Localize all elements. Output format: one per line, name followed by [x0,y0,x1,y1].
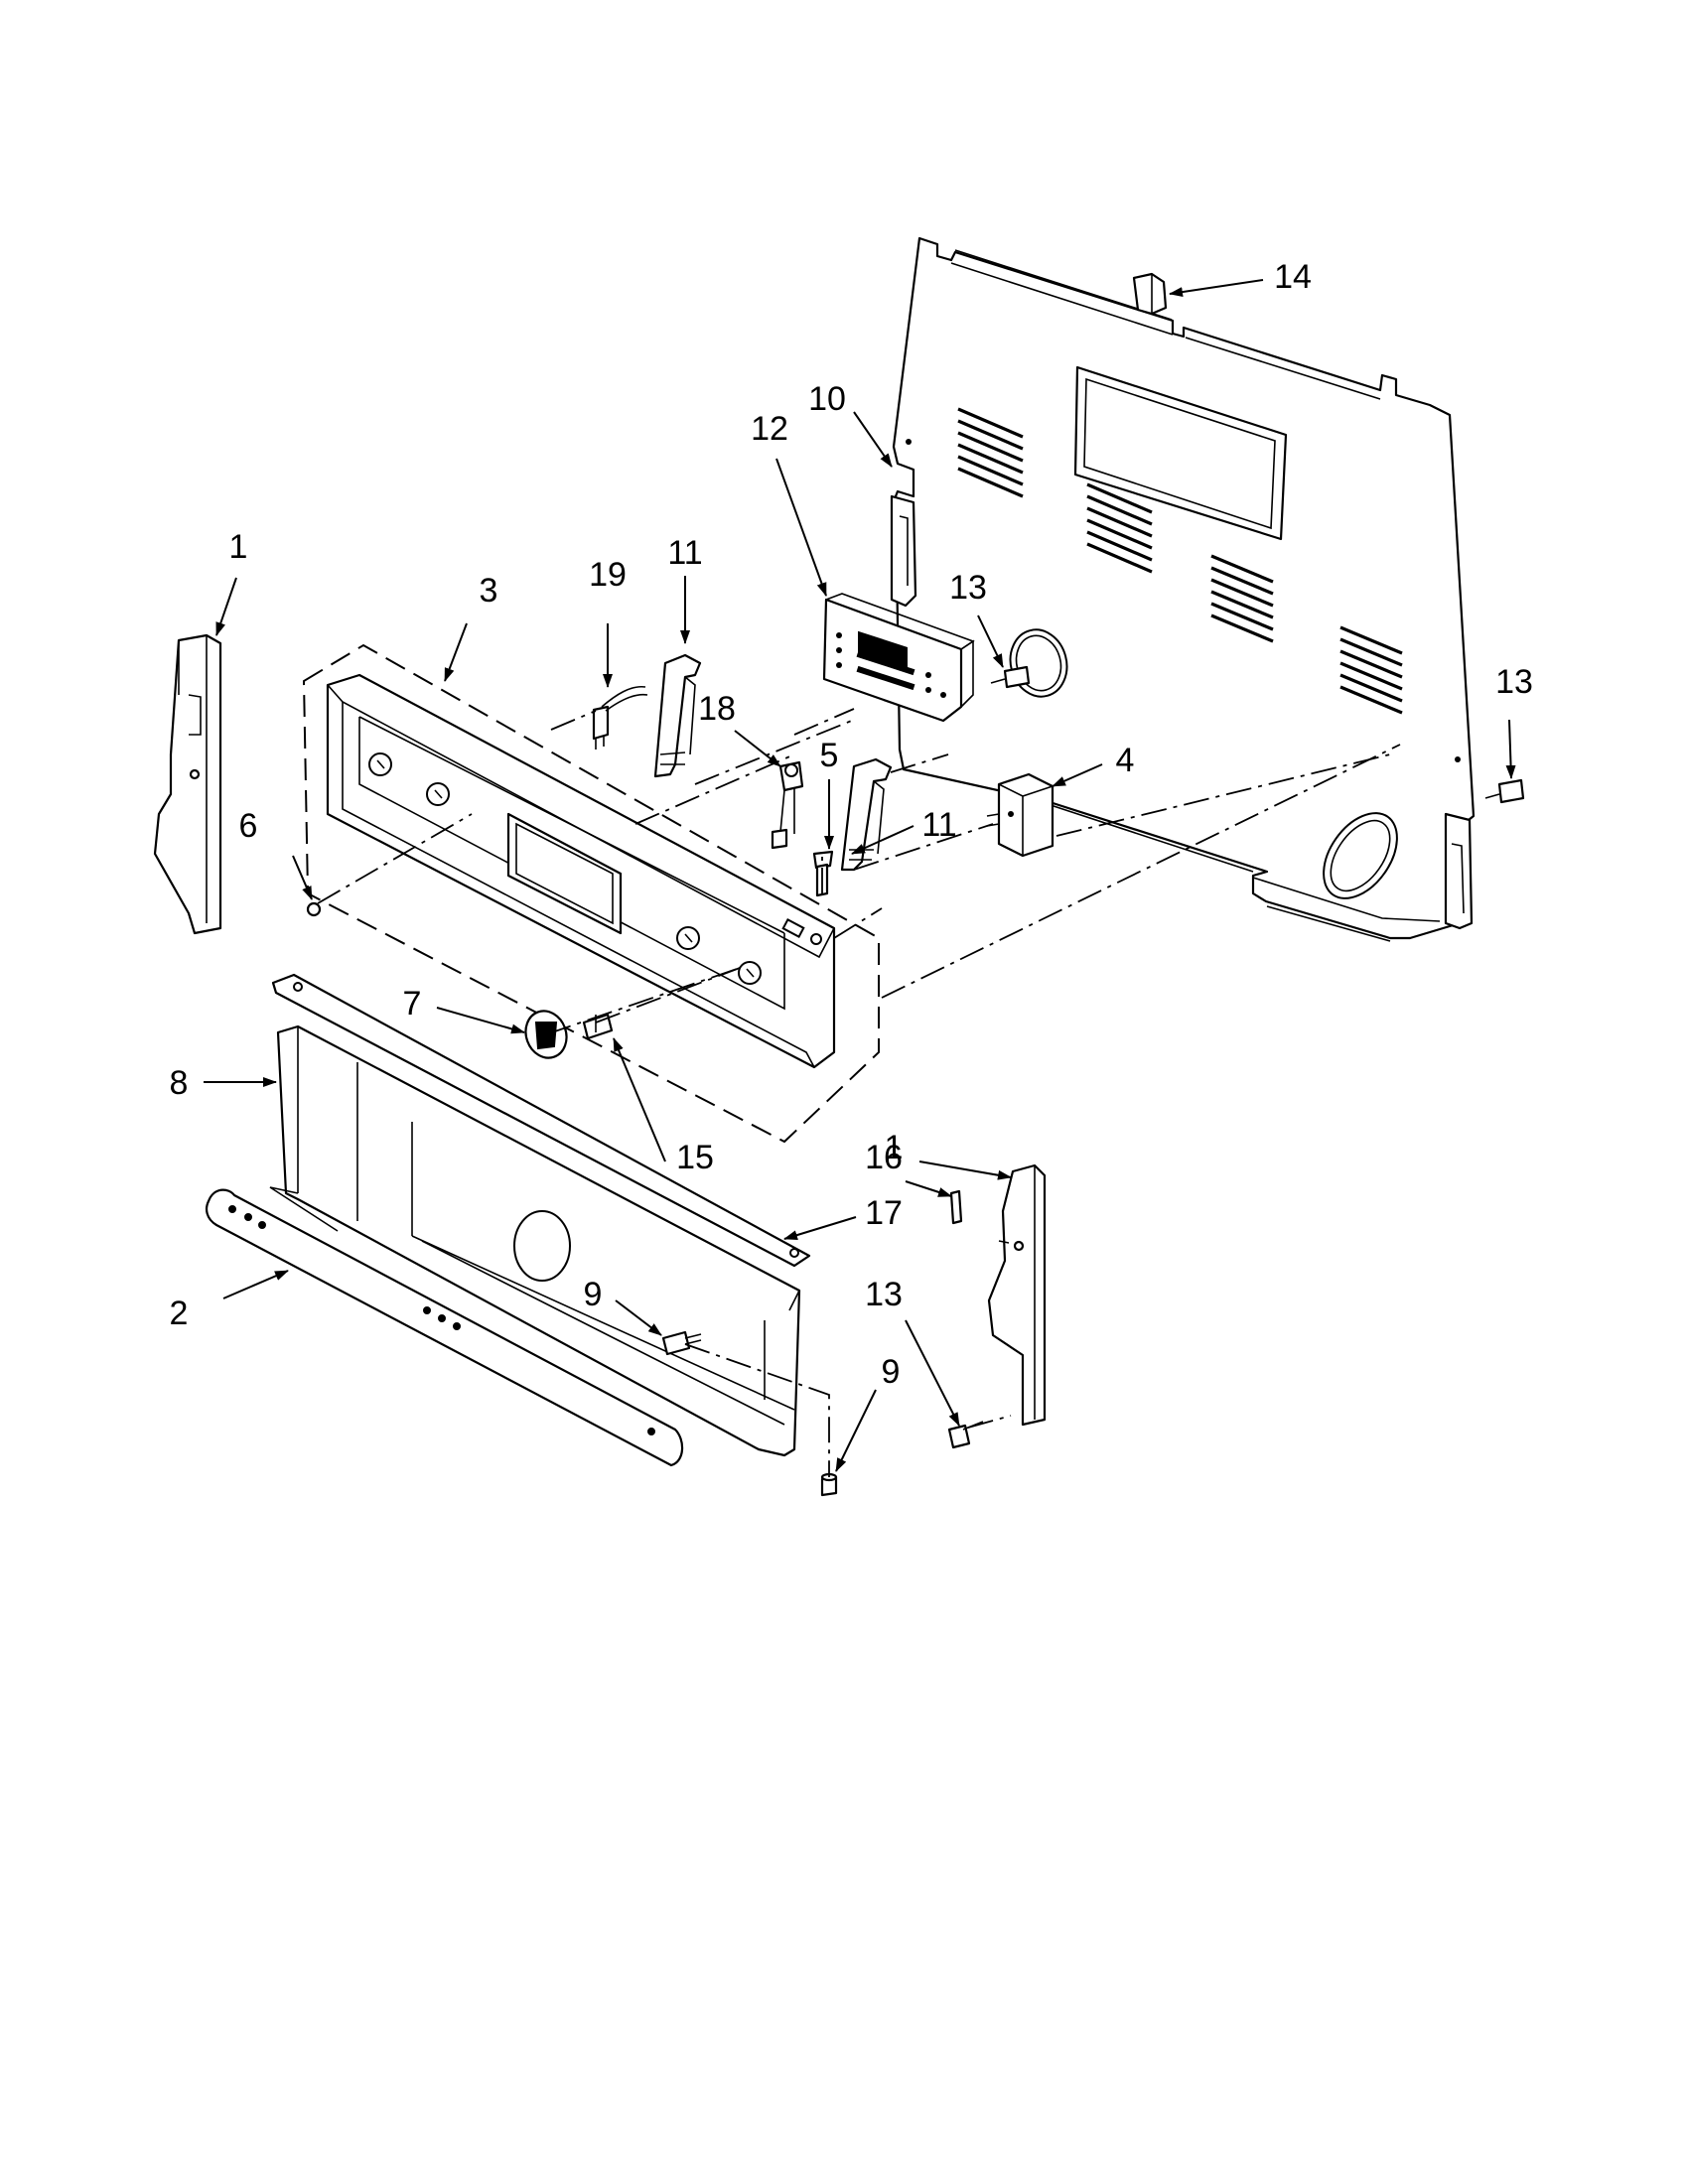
control-console [326,673,836,1069]
callout-6: 6 [239,807,258,845]
callout-19: 19 [589,556,627,594]
callout-4: 4 [1116,742,1135,779]
terminal-block [986,772,1055,858]
screw-6 [306,901,322,917]
vent-slots [957,407,1403,715]
callout-14: 14 [1274,258,1312,296]
callout-11-upper: 11 [667,534,702,572]
side-trim-left [153,633,222,935]
screw-15 [582,1013,614,1040]
screw-5 [812,850,834,897]
callout-13-lower: 13 [865,1276,903,1313]
clip [1132,272,1168,316]
screw-13-upper [990,665,1031,689]
screw-13-right [1484,778,1525,804]
callout-16: 16 [865,1139,903,1176]
screw-9-a [661,1330,702,1356]
callout-12: 12 [751,410,788,448]
mounting-rail [206,1188,684,1467]
callout-17: 17 [865,1194,903,1232]
leader-lines [204,279,1516,1472]
trim-strip [271,973,811,1268]
callout-1-left: 1 [229,528,248,566]
callout-8: 8 [170,1064,189,1102]
callout-9-lower: 9 [882,1353,901,1391]
callout-13-right: 13 [1495,663,1533,701]
callout-15: 15 [676,1139,714,1176]
bracket-lower [840,757,893,872]
side-trim-right [987,1163,1047,1427]
callout-5: 5 [820,737,839,774]
electronic-control [822,593,975,723]
assembly-lines [317,708,1401,1477]
screw-16 [949,1189,963,1225]
callout-labels: 1 1 2 3 4 5 6 7 8 9 9 10 11 11 12 13 13 … [170,258,1533,1391]
callout-11-lower: 11 [921,806,956,844]
callout-13-upper: 13 [949,569,987,607]
callout-18: 18 [698,690,736,728]
callout-3: 3 [480,572,498,610]
screw-13-lower [947,1421,984,1449]
callout-1-right: 1 [885,1129,904,1166]
bracket-upper [653,653,702,778]
callout-10: 10 [808,380,846,418]
back-panel [890,236,1476,942]
callout-2: 2 [170,1295,189,1332]
wire-harness [592,685,648,750]
sensor [771,760,804,850]
callout-9-upper: 9 [584,1276,603,1313]
callout-7: 7 [403,985,422,1023]
screw-9-b [820,1472,838,1497]
